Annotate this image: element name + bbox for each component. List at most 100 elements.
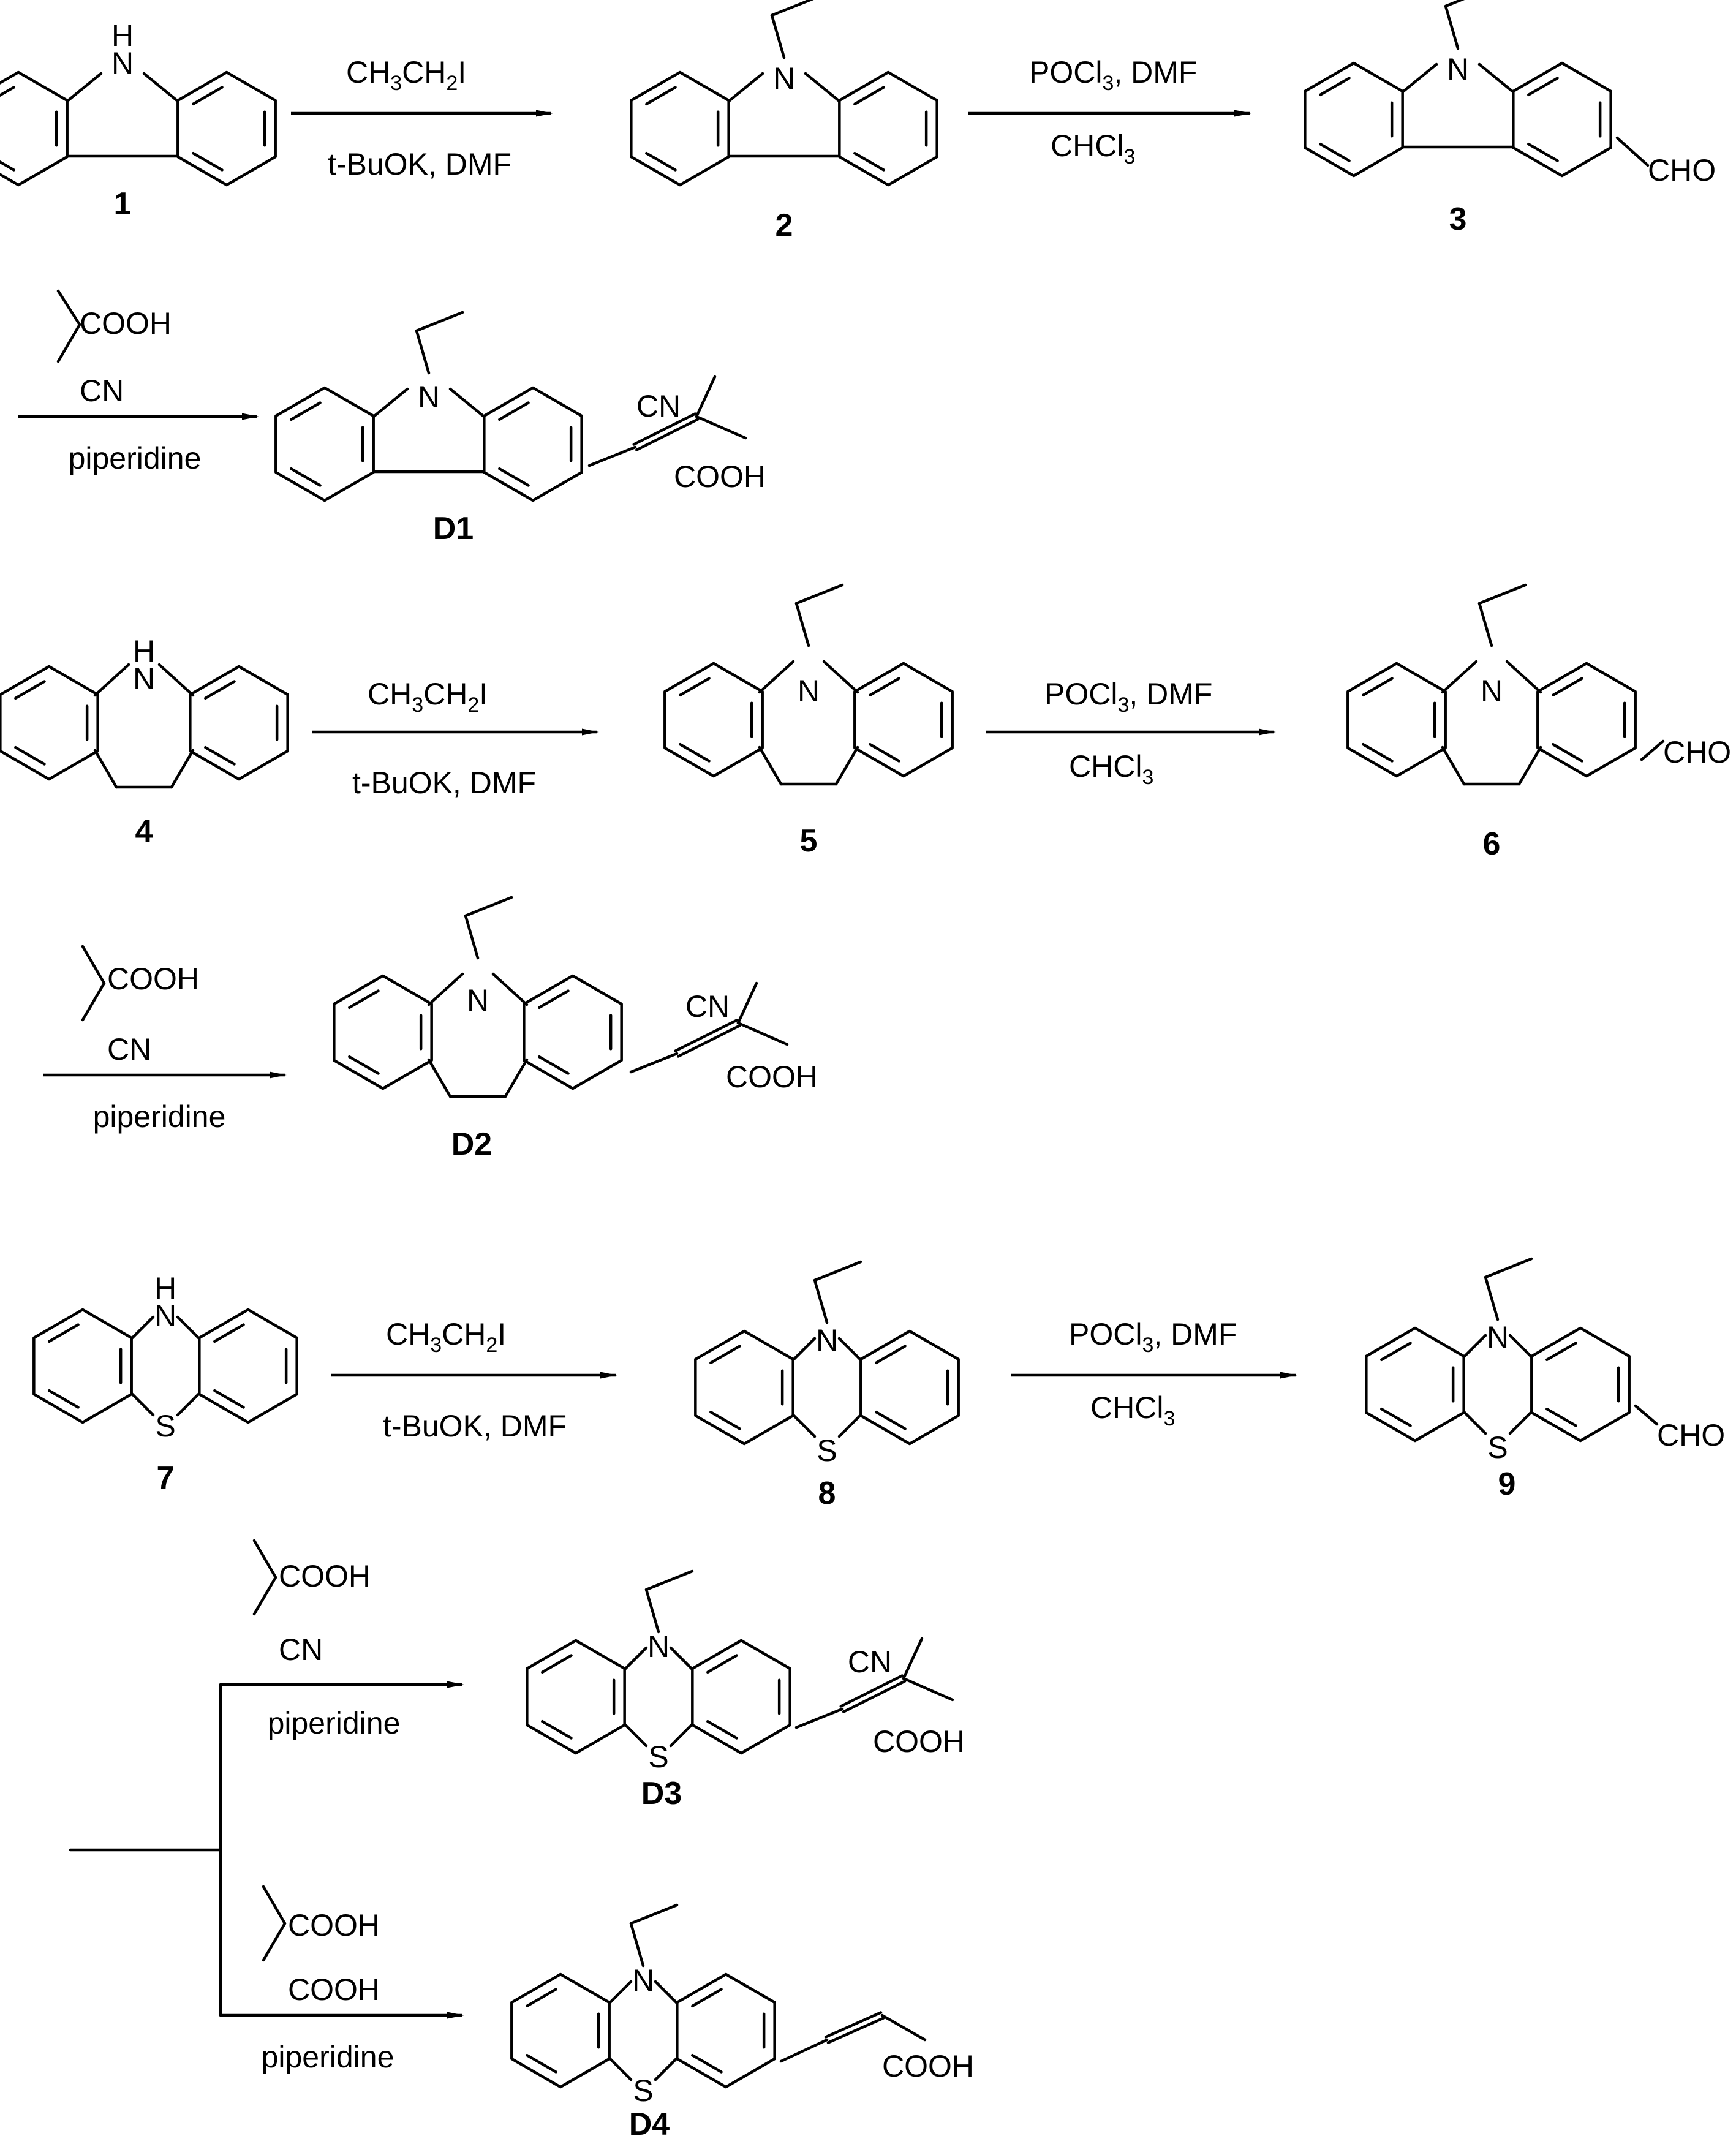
reagent-ethyl-iodide-1: CH3CH2I bbox=[346, 55, 466, 95]
atom-n-d1: N bbox=[418, 380, 440, 414]
aromatic-inner-bond bbox=[1552, 742, 1583, 763]
compound-label-d1: D1 bbox=[433, 511, 474, 546]
benzene-ring-left bbox=[333, 974, 433, 1090]
aromatic-inner-bond bbox=[691, 1988, 723, 2008]
aromatic-inner-bond bbox=[204, 745, 236, 766]
reagent-piperidine-4: piperidine bbox=[262, 2040, 394, 2074]
aromatic-inner-bond bbox=[526, 1988, 557, 2008]
aromatic-inner-bond bbox=[204, 680, 236, 700]
benzene-ring-right bbox=[691, 1639, 791, 1755]
aromatic-inner-bond bbox=[14, 680, 46, 700]
aromatic-inner-bond bbox=[213, 1323, 245, 1343]
compound-label-d2: D2 bbox=[451, 1126, 492, 1162]
aromatic-inner-bond bbox=[1552, 677, 1583, 697]
atom-n-4: N bbox=[133, 662, 155, 696]
benzene-ring-right bbox=[189, 665, 289, 781]
benzene-ring-right bbox=[1536, 662, 1637, 778]
benzene-ring-right bbox=[676, 1972, 776, 2089]
atom-cooh-d2: COOH bbox=[726, 1060, 818, 1094]
aromatic-inner-bond bbox=[1527, 142, 1559, 162]
ethyl-bond bbox=[629, 1922, 645, 1968]
aromatic-inner-bond bbox=[498, 467, 530, 487]
azepine-bond bbox=[822, 660, 859, 694]
atom-cooh-d3: COOH bbox=[873, 1724, 965, 1759]
reagent-chain bbox=[252, 1576, 277, 1616]
atom-n-8: N bbox=[816, 1323, 838, 1357]
benzene-ring-left bbox=[663, 662, 764, 778]
aromatic-inner-bond bbox=[0, 86, 15, 97]
aromatic-inner-bond bbox=[709, 1345, 741, 1365]
thiazine-bond bbox=[791, 1413, 817, 1438]
azepine-bond bbox=[157, 663, 195, 697]
atom-n-6: N bbox=[1481, 674, 1503, 708]
aromatic-inner-bond bbox=[541, 1654, 573, 1674]
acrylic-side-chain-double bbox=[635, 418, 700, 451]
aromatic-inner-bond bbox=[1319, 142, 1351, 162]
aromatic-inner-bond bbox=[853, 86, 885, 106]
atom-s-d4: S bbox=[633, 2074, 653, 2108]
reagent-solvent-2: CHCl3 bbox=[1069, 749, 1153, 789]
azepine-bond bbox=[427, 972, 464, 1006]
aromatic-inner-bond bbox=[1319, 77, 1351, 97]
reagent-chain bbox=[262, 1885, 287, 1925]
acrylic-side-chain-d2-double bbox=[674, 1019, 739, 1052]
pyrrole-bond bbox=[372, 387, 409, 418]
atom-n-1: N bbox=[111, 46, 134, 80]
ethyl-bond bbox=[415, 329, 431, 375]
reagent-cyanoacetic-top-3: COOH bbox=[279, 1559, 371, 1593]
thiazine-bond bbox=[608, 1980, 633, 2005]
thiazine-bond bbox=[654, 1980, 679, 2005]
azepine-bond bbox=[93, 663, 130, 697]
aldehyde-bond bbox=[1615, 136, 1650, 167]
benzene-ring-left bbox=[1304, 61, 1404, 178]
acrylic-side-chain-d2 bbox=[736, 1021, 789, 1046]
benzene-ring-right bbox=[176, 70, 277, 187]
pyrrole-bond bbox=[804, 72, 841, 103]
azepine-bond bbox=[758, 660, 795, 694]
compound-label-7: 7 bbox=[157, 1460, 175, 1496]
acrylic-double-bond-d4 bbox=[824, 2011, 883, 2039]
pyrrole-bond bbox=[727, 72, 764, 103]
azepine-bond bbox=[93, 749, 118, 789]
thiazine-bond bbox=[130, 1392, 155, 1417]
atom-h-7: H bbox=[154, 1271, 176, 1305]
aromatic-inner-bond bbox=[14, 745, 46, 766]
acrylic-side-chain bbox=[695, 375, 717, 418]
atom-cho-9: CHO bbox=[1657, 1418, 1725, 1452]
reagent-vilsmeier-3: POCl3, DMF bbox=[1069, 1317, 1237, 1357]
ethyl-bond bbox=[813, 1278, 829, 1324]
atom-cn-d1: CN bbox=[636, 389, 681, 423]
pyrrole-bond bbox=[1477, 62, 1515, 94]
benzene-ring-right bbox=[1512, 61, 1612, 178]
aromatic-inner-bond bbox=[1380, 1342, 1412, 1362]
ethyl-bond bbox=[464, 896, 513, 918]
aromatic-inner-bond bbox=[706, 1719, 738, 1740]
aromatic-inner-bond bbox=[526, 2053, 557, 2074]
azepine-bond bbox=[1441, 660, 1478, 694]
aromatic-inner-bond bbox=[192, 86, 224, 106]
acrylic-side-chain bbox=[587, 445, 637, 467]
thiazine-bond bbox=[176, 1392, 201, 1417]
atom-cn-d2: CN bbox=[685, 989, 730, 1024]
thiazine-bond bbox=[1462, 1410, 1487, 1435]
compound-label-1: 1 bbox=[114, 186, 132, 222]
compound-label-3: 3 bbox=[1449, 202, 1467, 237]
reagent-cyanoacetic-top-2: COOH bbox=[107, 962, 199, 996]
aldehyde-bond bbox=[1634, 1404, 1659, 1426]
aromatic-inner-bond bbox=[875, 1410, 907, 1430]
reagent-base-2: t-BuOK, DMF bbox=[352, 766, 536, 800]
aromatic-inner-bond bbox=[538, 1055, 570, 1075]
aromatic-inner-bond bbox=[875, 1345, 907, 1365]
aromatic-inner-bond bbox=[645, 151, 677, 172]
benzene-ring-left bbox=[630, 70, 730, 187]
ethyl-bond bbox=[794, 583, 844, 605]
aromatic-inner-bond bbox=[498, 401, 530, 421]
aromatic-inner-bond bbox=[541, 1719, 573, 1740]
reagent-solvent-1: CHCl3 bbox=[1051, 129, 1135, 168]
ethyl-bond bbox=[794, 602, 810, 647]
aromatic-inner-bond bbox=[348, 989, 380, 1010]
compound-label-4: 4 bbox=[135, 814, 153, 850]
benzene-ring-left bbox=[0, 665, 99, 781]
